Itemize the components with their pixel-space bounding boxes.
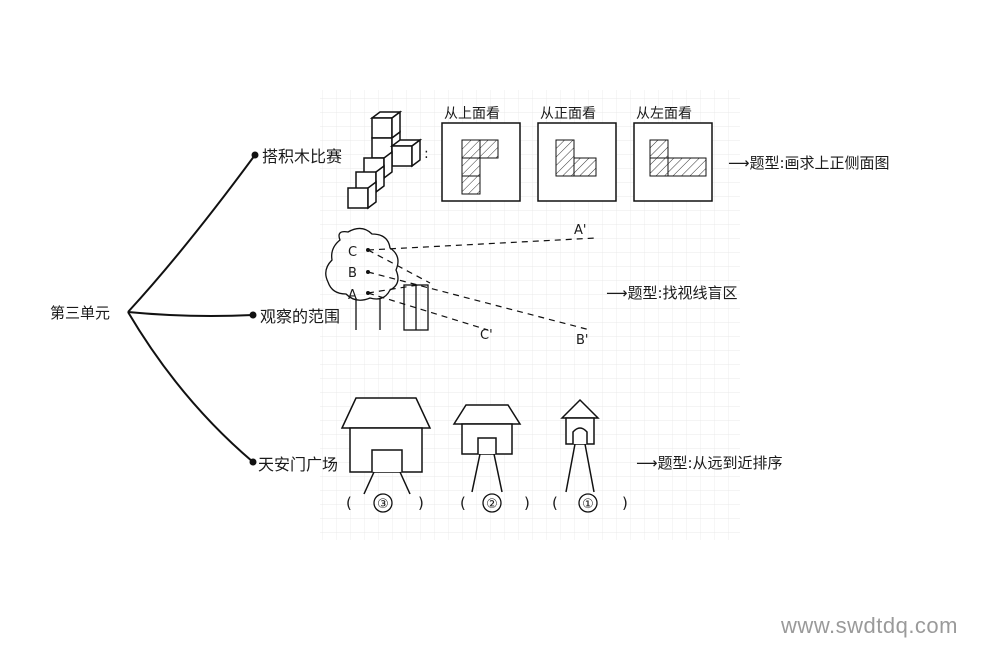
house-near	[560, 398, 600, 493]
view-left: 从左面看	[633, 106, 713, 202]
question-type-1: ⟶题型:画求上正侧面图	[728, 154, 890, 172]
svg-text:(: (	[460, 494, 466, 512]
label-a-prime: A'	[574, 223, 586, 238]
point-b	[366, 270, 370, 274]
branch-dot-1	[251, 151, 259, 159]
svg-text:(: (	[346, 494, 352, 512]
view-front: 从正面看	[537, 106, 617, 202]
view-top: 从上面看	[441, 106, 521, 202]
order-far: ③	[377, 497, 389, 512]
order-near: ①	[582, 497, 594, 512]
sight-lines	[367, 237, 597, 331]
svg-text:): )	[524, 494, 530, 512]
order-answer-middle: ( ② )	[460, 493, 530, 513]
label-c-prime: C'	[480, 328, 493, 343]
house-middle	[452, 404, 522, 493]
order-answer-far: ( ③ )	[346, 493, 424, 513]
question-type-3: ⟶题型:从远到近排序	[636, 454, 783, 472]
point-c	[366, 248, 370, 252]
branch-line-1	[127, 154, 256, 313]
view-top-title: 从上面看	[444, 106, 500, 122]
branch-label-square: 天安门广场	[258, 455, 338, 474]
branch-label-observe: 观察的范围	[260, 307, 340, 326]
root-label: 第三单元	[50, 304, 110, 322]
colon-mark: :	[424, 146, 429, 162]
point-a	[366, 291, 370, 295]
svg-text:(: (	[552, 494, 558, 512]
view-front-title: 从正面看	[540, 106, 596, 122]
branch-line-2	[127, 311, 254, 317]
order-middle: ②	[486, 497, 498, 512]
branch-label-blocks: 搭积木比赛	[262, 147, 342, 166]
question-type-2: ⟶题型:找视线盲区	[606, 284, 738, 302]
branch-dot-2	[249, 311, 257, 319]
label-c: C	[348, 245, 357, 260]
house-far	[340, 397, 432, 495]
view-left-title: 从左面看	[636, 106, 692, 122]
label-b: B	[348, 266, 357, 281]
branch-line-3	[127, 311, 254, 463]
branch-dot-3	[249, 458, 257, 466]
svg-text:): )	[418, 494, 424, 512]
branch-lines	[127, 154, 256, 463]
order-answer-near: ( ① )	[552, 493, 628, 513]
label-a: A	[348, 288, 357, 303]
label-b-prime: B'	[576, 333, 589, 348]
svg-text:): )	[622, 494, 628, 512]
block-stack-drawing	[347, 110, 423, 210]
watermark: www.swdtdq.com	[781, 613, 958, 638]
